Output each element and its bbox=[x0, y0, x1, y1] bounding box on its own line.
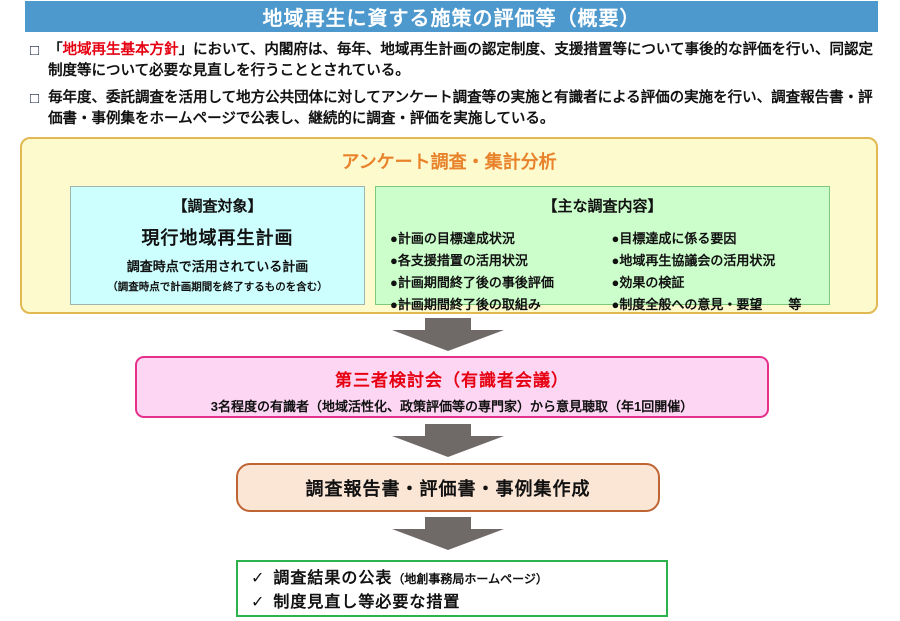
list-item: ✓ 制度見直し等必要な措置 bbox=[251, 591, 666, 615]
down-arrow-icon bbox=[392, 517, 504, 550]
square-bullet-icon: □ bbox=[30, 89, 40, 107]
report-creation-title: 調査報告書・評価書・事例集作成 bbox=[305, 478, 591, 499]
page-title-bar: 地域再生に資する施策の評価等（概要） bbox=[25, 1, 878, 32]
survey-target-sub: 調査時点で活用されている計画 bbox=[126, 259, 309, 274]
survey-target-box: 【調査対象】 現行地域再生計画 調査時点で活用されている計画 （調査時点で計画期… bbox=[70, 186, 365, 305]
survey-target-heading: 【調査対象】 bbox=[172, 198, 263, 215]
survey-target-note: （調査時点で計画期間を終了するものを含む） bbox=[107, 281, 328, 293]
list-item: □ 毎年度、委託調査を活用して地方公共団体に対してアンケート調査等の実施と有識者… bbox=[30, 88, 880, 131]
survey-item: ●計画の目標達成状況 bbox=[390, 231, 515, 246]
square-bullet-icon: □ bbox=[30, 42, 40, 59]
review-meeting-box: 第三者検討会（有識者会議） 3名程度の有識者（地域活性化、政策評価等の専門家）か… bbox=[135, 356, 769, 418]
intro-1-post: 」において、内閣府は、毎年、地域再生計画の認定制度、支援措置等について事後的な評… bbox=[48, 42, 873, 80]
review-meeting-title: 第三者検討会（有識者会議） bbox=[335, 371, 569, 390]
survey-item: ●効果の検証 bbox=[611, 275, 685, 290]
survey-panel: アンケート調査・集計分析 【調査対象】 現行地域再生計画 調査時点で活用されてい… bbox=[20, 137, 878, 314]
outcome-item-main: 調査結果の公表 bbox=[273, 570, 393, 587]
survey-item: ●計画期間終了後の取組み bbox=[390, 297, 541, 312]
intro-paragraph-2: 毎年度、委託調査を活用して地方公共団体に対してアンケート調査等の実施と有識者によ… bbox=[48, 89, 873, 128]
survey-content-col-left: ●計画の目標達成状況 ●各支援措置の活用状況 ●計画期間終了後の事後評価 ●計画… bbox=[390, 228, 611, 313]
survey-item: ●地域再生協議会の活用状況 bbox=[611, 253, 776, 268]
checkmark-icon: ✓ bbox=[251, 594, 265, 611]
survey-item: ●制度全般への意見・要望 等 bbox=[611, 297, 802, 312]
outcome-box: ✓ 調査結果の公表 （地創事務局ホームページ） ✓ 制度見直し等必要な措置 bbox=[236, 560, 668, 617]
survey-item: ●計画期間終了後の事後評価 bbox=[390, 275, 554, 290]
list-item: ✓ 調査結果の公表 （地創事務局ホームページ） bbox=[251, 567, 666, 591]
list-item: □ 「地域再生基本方針」において、内閣府は、毎年、地域再生計画の認定制度、支援措… bbox=[30, 40, 880, 83]
intro-paragraph-1: 「地域再生基本方針」において、内閣府は、毎年、地域再生計画の認定制度、支援措置等… bbox=[48, 40, 880, 83]
survey-content-grid: ●計画の目標達成状況 ●各支援措置の活用状況 ●計画期間終了後の事後評価 ●計画… bbox=[376, 216, 829, 313]
outcome-item-main: 制度見直し等必要な措置 bbox=[273, 594, 461, 611]
survey-content-box: 【主な調査内容】 ●計画の目標達成状況 ●各支援措置の活用状況 ●計画期間終了後… bbox=[375, 186, 830, 312]
page-title: 地域再生に資する施策の評価等（概要） bbox=[262, 8, 641, 30]
survey-content-col-right: ●目標達成に係る要因 ●地域再生協議会の活用状況 ●効果の検証 ●制度全般への意… bbox=[611, 228, 819, 313]
intro-1-pre: 「 bbox=[48, 42, 63, 58]
down-arrow-icon bbox=[392, 424, 504, 457]
survey-panel-title: アンケート調査・集計分析 bbox=[341, 152, 557, 172]
down-arrow-icon bbox=[392, 318, 504, 351]
checkmark-icon: ✓ bbox=[251, 570, 265, 587]
survey-item: ●目標達成に係る要因 bbox=[611, 231, 737, 246]
survey-panel-body: 【調査対象】 現行地域再生計画 調査時点で活用されている計画 （調査時点で計画期… bbox=[70, 186, 830, 312]
outcome-item-note: （地創事務局ホームページ） bbox=[392, 572, 548, 586]
survey-content-heading: 【主な調査内容】 bbox=[542, 198, 663, 215]
survey-item: ●各支援措置の活用状況 bbox=[390, 253, 528, 268]
review-meeting-subtitle: 3名程度の有識者（地域活性化、政策評価等の専門家）から意見聴取（年1回開催） bbox=[210, 399, 694, 414]
survey-target-main: 現行地域再生計画 bbox=[141, 228, 294, 248]
intro-section: □ 「地域再生基本方針」において、内閣府は、毎年、地域再生計画の認定制度、支援措… bbox=[30, 40, 880, 136]
report-creation-box: 調査報告書・評価書・事例集作成 bbox=[236, 463, 660, 512]
intro-1-highlight: 地域再生基本方針 bbox=[62, 42, 179, 58]
